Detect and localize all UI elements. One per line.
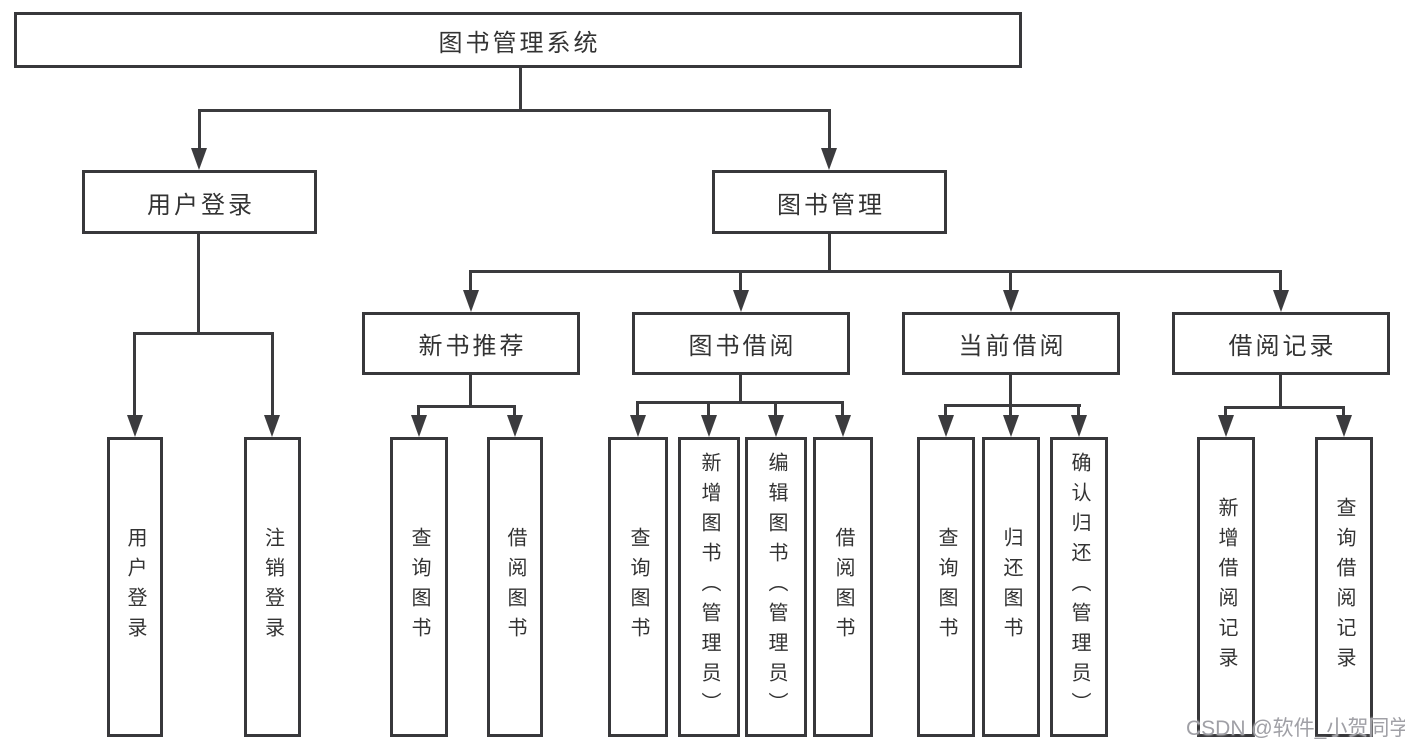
connector-arrow xyxy=(264,415,280,437)
connector-line xyxy=(774,401,777,416)
connector-line xyxy=(739,375,742,403)
node-book-borrowing: 图书借阅 xyxy=(632,312,850,375)
connector-arrow xyxy=(821,148,837,170)
node-user-login: 用户登录 xyxy=(82,170,317,234)
connector-line xyxy=(1224,406,1227,417)
connector-arrow xyxy=(733,290,749,312)
connector-line xyxy=(469,270,472,292)
connector-line xyxy=(1009,270,1012,292)
connector-line xyxy=(1342,406,1345,417)
connector-arrow xyxy=(127,415,143,437)
connector-arrow xyxy=(835,415,851,437)
connector-arrow xyxy=(1336,415,1352,437)
leaf-borrow-books: 借阅图书 xyxy=(813,437,873,737)
connector-line xyxy=(133,332,274,335)
leaf-return-books: 归还图书 xyxy=(982,437,1040,737)
connector-arrow xyxy=(1071,415,1087,437)
node-new-book-recommend: 新书推荐 xyxy=(362,312,580,375)
connector-line xyxy=(469,375,472,407)
connector-line xyxy=(828,234,831,272)
connector-line xyxy=(271,332,274,415)
connector-line xyxy=(197,234,200,335)
node-borrowing-records: 借阅记录 xyxy=(1172,312,1390,375)
node-library-management-system: 图书管理系统 xyxy=(14,12,1022,68)
leaf-add-books-admin: 新增图书（管理员） xyxy=(678,437,740,737)
node-book-management: 图书管理 xyxy=(712,170,947,234)
connector-line xyxy=(1224,406,1345,409)
connector-arrow xyxy=(191,148,207,170)
connector-line xyxy=(469,270,1282,273)
connector-line xyxy=(636,401,844,404)
node-current-borrowing: 当前借阅 xyxy=(902,312,1120,375)
leaf-add-borrow-record: 新增借阅记录 xyxy=(1197,437,1255,737)
connector-line xyxy=(417,405,516,408)
connector-line xyxy=(828,109,831,151)
leaf-edit-books-admin: 编辑图书（管理员） xyxy=(745,437,807,737)
leaf-query-books-current: 查询图书 xyxy=(917,437,975,737)
connector-line xyxy=(198,109,201,151)
connector-arrow xyxy=(701,415,717,437)
connector-line xyxy=(1009,375,1012,406)
connector-arrow xyxy=(768,415,784,437)
leaf-query-borrow-record: 查询借阅记录 xyxy=(1315,437,1373,737)
connector-arrow xyxy=(1218,415,1234,437)
connector-arrow xyxy=(630,415,646,437)
connector-line xyxy=(944,404,947,417)
connector-line xyxy=(417,405,420,417)
connector-line xyxy=(841,401,844,416)
connector-line xyxy=(133,332,136,415)
leaf-query-books-borrowing: 查询图书 xyxy=(608,437,668,737)
connector-arrow xyxy=(411,415,427,437)
csdn-watermark: CSDN @软件_小贺同学 xyxy=(1186,717,1405,740)
connector-arrow xyxy=(1003,415,1019,437)
connector-line xyxy=(1279,375,1282,408)
connector-line xyxy=(1009,404,1012,417)
connector-line xyxy=(198,109,831,112)
leaf-logout: 注销登录 xyxy=(244,437,301,737)
connector-arrow xyxy=(1003,290,1019,312)
connector-line xyxy=(944,404,1081,407)
connector-arrow xyxy=(1273,290,1289,312)
connector-line xyxy=(513,405,516,417)
connector-line xyxy=(519,68,522,111)
connector-line xyxy=(636,401,639,416)
connector-arrow xyxy=(938,415,954,437)
leaf-borrow-books-recommend: 借阅图书 xyxy=(487,437,543,737)
connector-arrow xyxy=(507,415,523,437)
connector-line xyxy=(739,270,742,292)
connector-arrow xyxy=(463,290,479,312)
leaf-confirm-return-admin: 确认归还（管理员） xyxy=(1050,437,1108,737)
leaf-user-login: 用户登录 xyxy=(107,437,163,737)
connector-line xyxy=(1077,404,1080,417)
connector-line xyxy=(1279,270,1282,292)
connector-line xyxy=(707,401,710,416)
leaf-query-books-recommend: 查询图书 xyxy=(390,437,448,737)
